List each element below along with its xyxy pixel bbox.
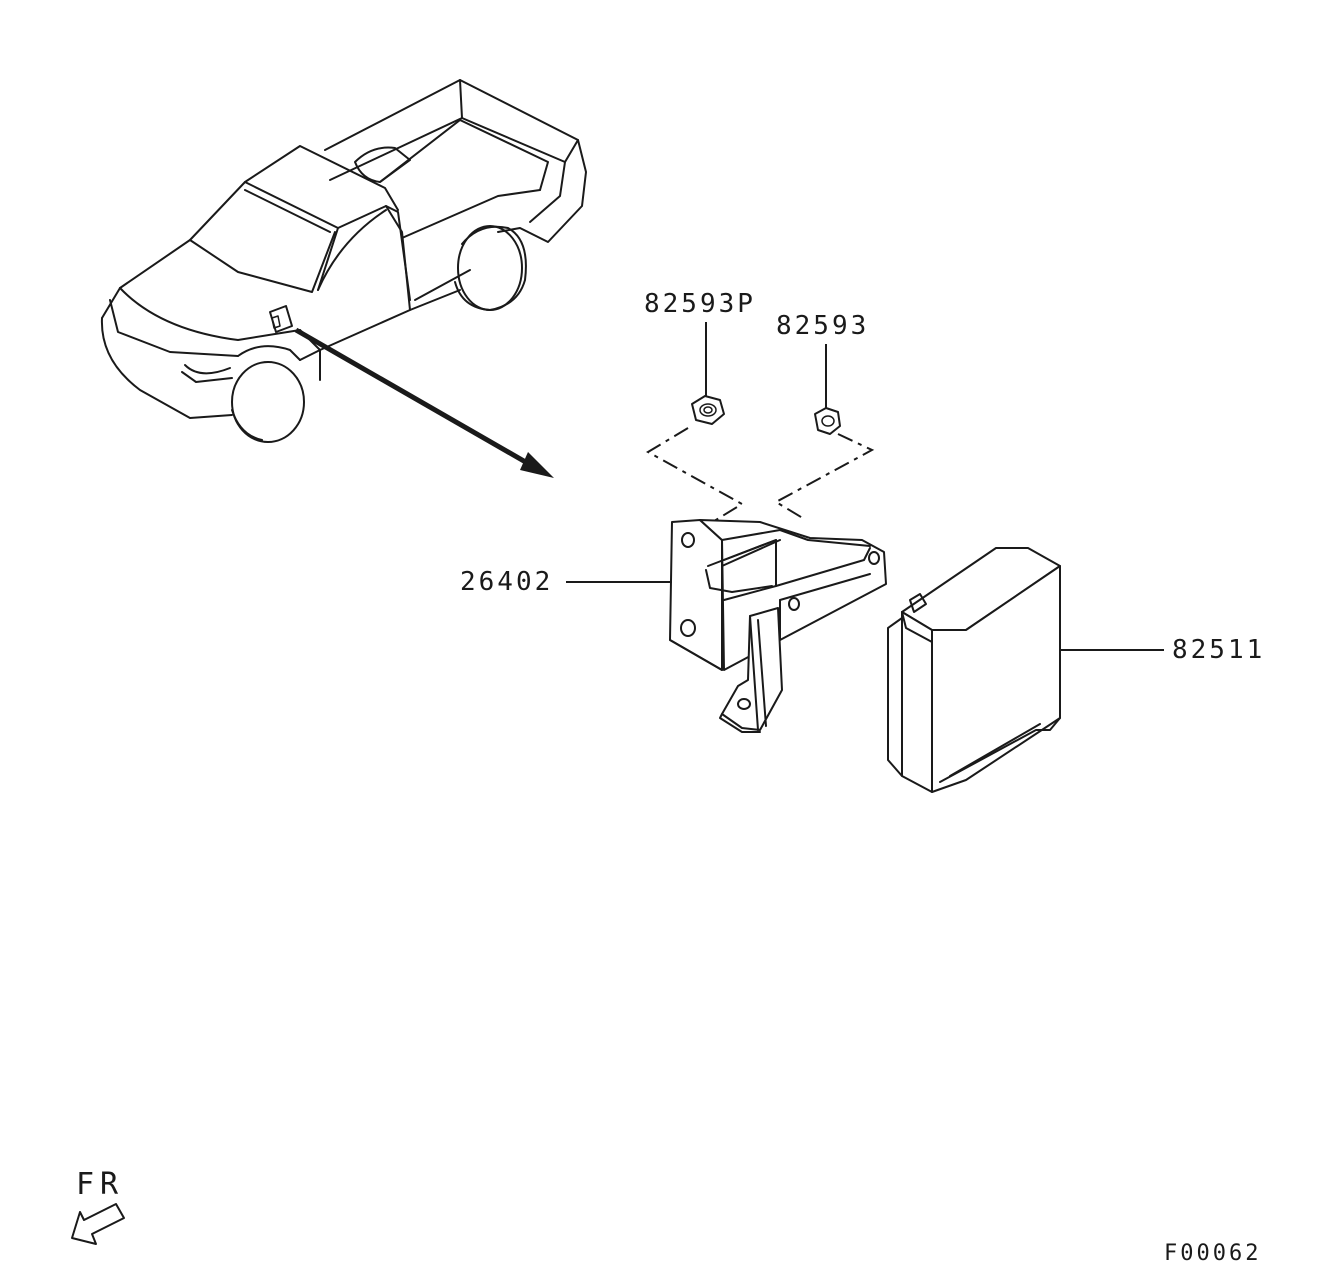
label-26402: 26402 bbox=[460, 567, 553, 597]
nut-82593 bbox=[814, 344, 841, 435]
location-pointer-arrow bbox=[294, 327, 554, 478]
bracket-26402 bbox=[669, 519, 887, 733]
figure-code: F00062 bbox=[1164, 1241, 1261, 1266]
pickup-truck-illustration bbox=[100, 79, 587, 443]
label-82511: 82511 bbox=[1172, 635, 1265, 665]
assembly-guide-lines bbox=[645, 427, 875, 527]
front-direction-arrow-icon bbox=[71, 1203, 125, 1245]
front-direction-label: FR bbox=[76, 1167, 124, 1202]
label-82593: 82593 bbox=[776, 311, 869, 341]
flange-nut-82593p bbox=[691, 322, 725, 425]
control-unit-82511 bbox=[887, 547, 1061, 793]
label-82593p: 82593P bbox=[644, 289, 756, 319]
